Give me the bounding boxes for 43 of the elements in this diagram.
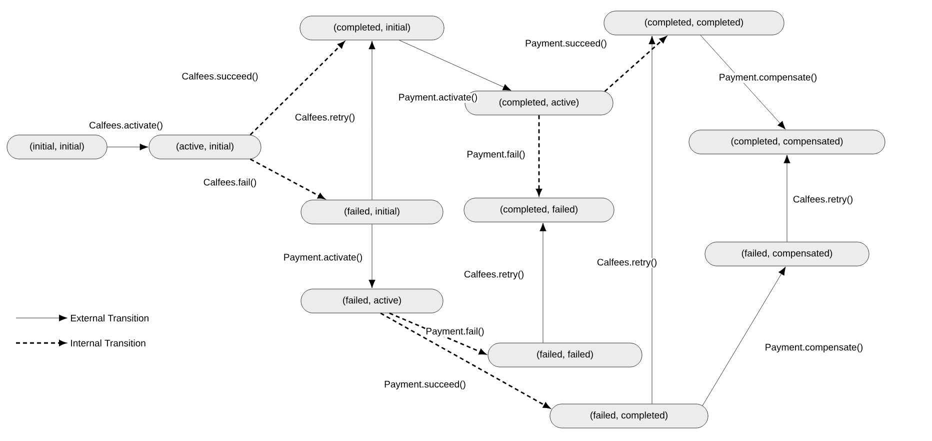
arrow — [250, 41, 345, 136]
edge-label: Payment.activate() — [398, 93, 478, 103]
arrow — [368, 224, 376, 288]
state-box: (completed, completed) — [604, 10, 784, 36]
edge-label: Payment.fail() — [466, 150, 526, 160]
edge-label: Payment.fail() — [425, 327, 485, 337]
legend-label: External Transition — [71, 314, 148, 322]
arrow — [250, 158, 325, 200]
arrow — [648, 36, 656, 404]
state-box: (completed, initial) — [300, 16, 444, 40]
edge-label: Calfees.activate() — [88, 121, 164, 131]
arrow — [107, 144, 148, 150]
state-box: (active, initial) — [148, 134, 262, 160]
arrow — [702, 266, 786, 406]
edge-label: Payment.compensate() — [764, 343, 864, 353]
edge-label: Payment.activate() — [282, 253, 364, 263]
edge-label: Calfees.fail() — [202, 178, 258, 188]
arrow — [540, 222, 546, 343]
state-box: (completed, failed) — [464, 198, 614, 222]
edge-label: Calfees.succeed() — [181, 72, 259, 82]
edge-label: Calfees.retry() — [792, 195, 854, 205]
edge-label: Calfees.retry() — [294, 113, 356, 123]
state-box: (initial, initial) — [6, 134, 108, 160]
arrow — [368, 40, 376, 200]
edge-label: Payment.succeed() — [524, 39, 608, 49]
arrow — [380, 312, 550, 409]
state-box: (failed, compensated) — [704, 242, 870, 266]
legend-label: Internal Transition — [71, 340, 146, 346]
arrow — [536, 115, 542, 196]
arrow — [398, 40, 512, 91]
arrow — [389, 312, 486, 355]
edge-label: Calfees.retry() — [463, 270, 525, 280]
edge-label: Payment.succeed() — [384, 380, 466, 390]
state-box: (failed, completed) — [550, 404, 708, 428]
edge-label: Calfees.retry() — [596, 258, 658, 268]
arrow — [700, 35, 786, 130]
arrow — [784, 154, 790, 242]
arrow — [604, 36, 666, 92]
state-box: (failed, failed) — [488, 342, 642, 368]
state-box: (failed, initial) — [300, 200, 444, 224]
state-box: (failed, active) — [300, 288, 444, 314]
state-box: (completed, compensated) — [688, 130, 886, 154]
edge-label: Payment.compensate() — [718, 73, 818, 83]
